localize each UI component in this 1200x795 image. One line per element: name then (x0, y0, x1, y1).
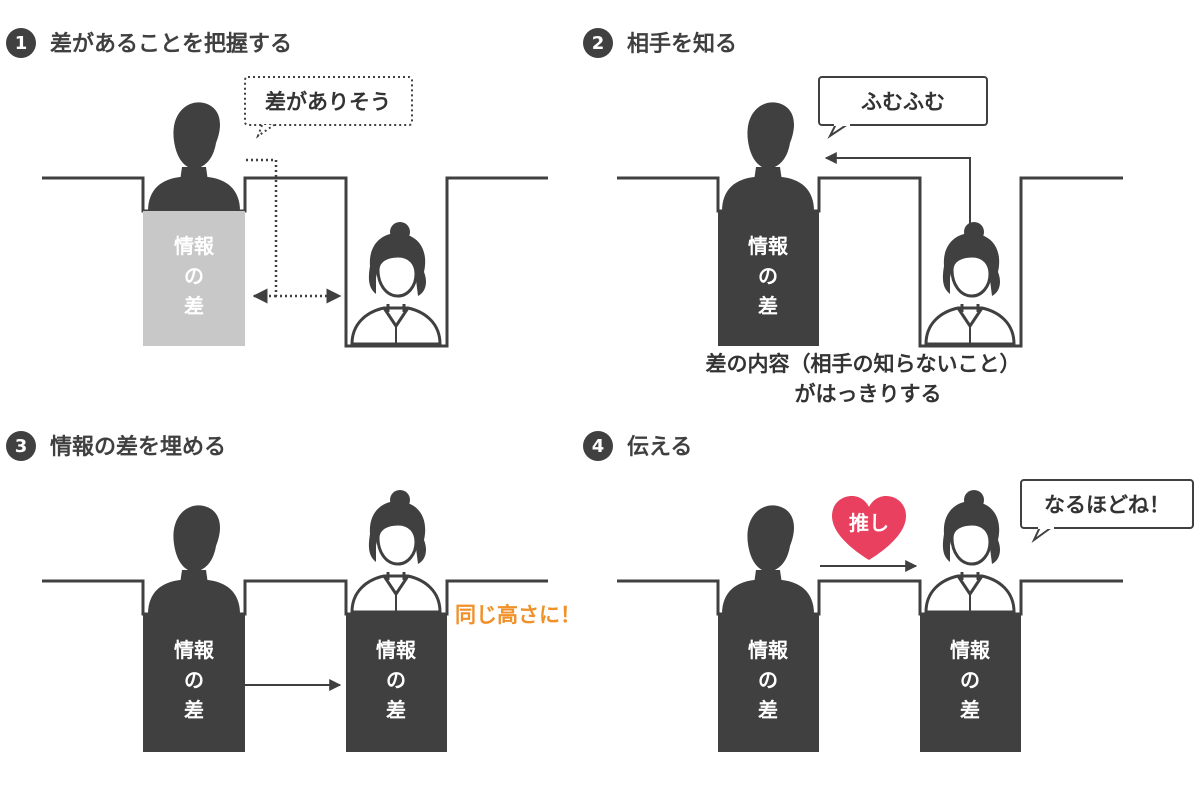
step-4-right-box-line3: 差 (960, 698, 980, 722)
step-3-left-box-line3: 差 (184, 698, 204, 722)
step-4-bubble-text: なるほどね！ (1044, 493, 1170, 517)
step-4-title: 伝える (627, 435, 692, 460)
step-2-caption-line1: 差の内容（相手の知らないこと） (706, 352, 1021, 376)
step-4-header: 4 伝える (583, 431, 692, 461)
step-1-speech-bubble: 差がありそう (244, 76, 413, 139)
step-4-left-box-line2: の (758, 668, 778, 692)
step-1-woman-icon (350, 220, 442, 346)
step-3-title: 情報の差を埋める (50, 434, 226, 460)
step-2-info-box-line1: 情報 (748, 234, 789, 258)
step-1-dotted-path (246, 158, 342, 304)
step-4-woman-icon (924, 488, 1016, 614)
step-3-note: 同じ高さに！ (455, 603, 581, 627)
step-4-info-box-right (920, 614, 1021, 752)
step-2-arrow-to-man (824, 152, 971, 244)
step-3-left-box-line1: 情報 (174, 638, 215, 662)
step-3-header: 3 情報の差を埋める (6, 431, 226, 461)
step-2-info-box-line3: 差 (758, 294, 778, 318)
step-2-man-icon (722, 102, 814, 211)
step-1-info-box (143, 211, 245, 346)
step-1-title: 差があることを把握する (50, 31, 292, 57)
step-4-man-icon (722, 505, 814, 614)
step-3-right-box-line3: 差 (386, 698, 406, 722)
step-1-ground-line (42, 176, 548, 348)
step-2-badge (583, 28, 613, 58)
step-4-right-box-line2: の (960, 668, 980, 692)
step-3-badge (6, 431, 36, 461)
step-4-heart: 推し (832, 496, 906, 560)
step-4-speech-bubble: なるほどね！ (1020, 479, 1194, 544)
step-3-number: 3 (15, 436, 28, 457)
step-3-right-box-line2: の (386, 668, 406, 692)
step-3-info-box-left (143, 614, 245, 752)
step-1-header: 1 差があることを把握する (6, 28, 292, 58)
step-1-badge (6, 28, 36, 58)
step-1-number: 1 (15, 33, 28, 54)
step-1-bubble-text: 差がありそう (265, 90, 391, 114)
step-3-info-box-right (346, 614, 447, 752)
step-1-info-box-line2: の (184, 264, 204, 288)
step-3-right-box-line1: 情報 (376, 638, 417, 662)
step-2-bubble-text: ふむふむ (861, 90, 945, 114)
step-2-header: 2 相手を知る (583, 28, 737, 58)
step-1-info-box-line1: 情報 (174, 234, 215, 258)
step-2-title: 相手を知る (627, 31, 737, 57)
step-3-left-box-line2: の (184, 668, 204, 692)
step-2-ground-line (617, 176, 1123, 348)
step-3-ground-line (42, 579, 548, 616)
step-2-number: 2 (592, 33, 605, 54)
heart-icon (832, 496, 906, 560)
step-2-info-box-line2: の (758, 264, 778, 288)
step-2-info-box (718, 211, 819, 346)
step-4-badge (583, 431, 613, 461)
step-4-info-box-left (718, 614, 819, 752)
step-1-man-icon (148, 102, 240, 211)
step-4-right-box-line1: 情報 (950, 638, 991, 662)
step-4-left-box-line3: 差 (758, 698, 778, 722)
step-1-info-box-line3: 差 (184, 294, 204, 318)
step-4-heart-text: 推し (849, 511, 889, 535)
step-2-speech-bubble: ふむふむ (818, 76, 988, 139)
step-3-man-icon (148, 505, 240, 614)
step-2-caption-line2: がはっきりする (795, 382, 942, 406)
step-4-left-box-line1: 情報 (748, 638, 789, 662)
step-4-number: 4 (592, 436, 605, 457)
step-3-woman-icon (350, 488, 442, 614)
step-4-ground-line (617, 579, 1123, 616)
